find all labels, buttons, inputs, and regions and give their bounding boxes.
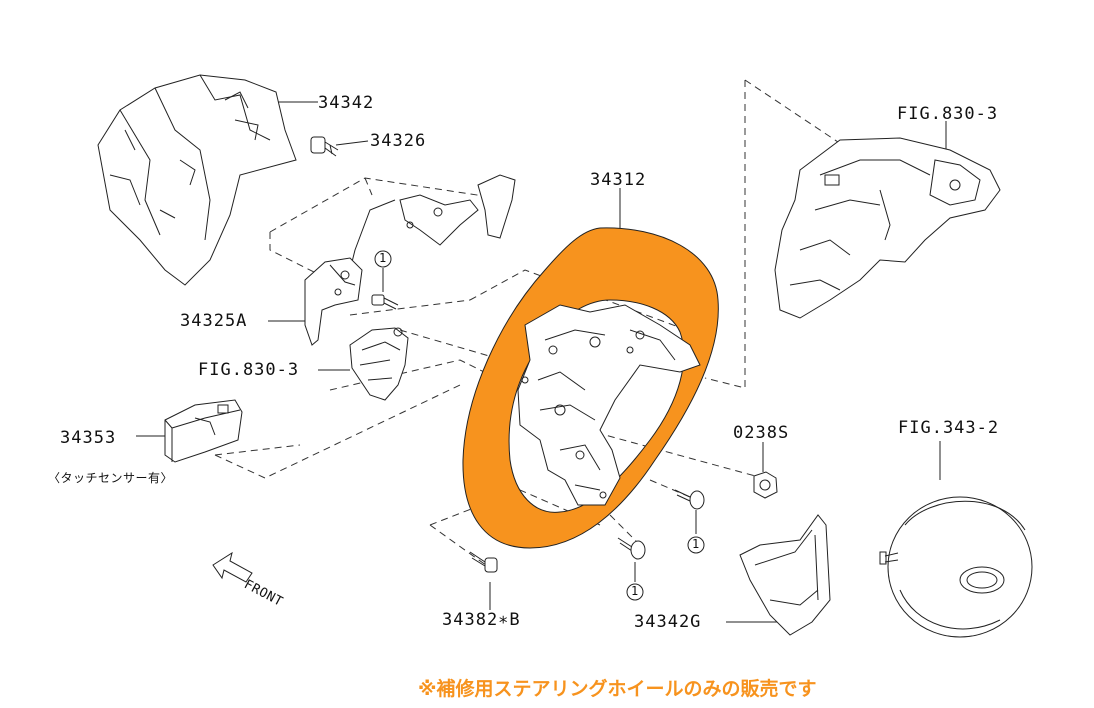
- paddle-shifter-34325A: [304, 257, 363, 346]
- leader-lines: [136, 101, 947, 623]
- label-fig-830-3-top: FIG.830-3: [897, 104, 999, 124]
- label-34342: 34342: [318, 93, 375, 113]
- column-cover-34342: [97, 74, 297, 286]
- sales-note: ※補修用ステアリングホイールのみの販売です: [418, 678, 817, 700]
- label-34382B: 34382∗B: [442, 610, 521, 630]
- touch-sensor-34353: [164, 399, 243, 463]
- callout-1-upper: 1: [379, 251, 387, 265]
- callout-1-lower: 1: [631, 584, 639, 598]
- front-arrow-icon: [212, 551, 253, 583]
- nut-0238S: [753, 471, 778, 499]
- screw-lower-right: [674, 489, 705, 510]
- label-34326: 34326: [370, 131, 427, 151]
- label-touch-sensor: 〈タッチセンサー有〉: [48, 471, 174, 485]
- screw-lower-middle: [617, 537, 646, 560]
- switch-assembly-left: [349, 327, 409, 401]
- paddle-shifter-right: [349, 174, 516, 271]
- switch-assembly-right: [774, 137, 1001, 319]
- callout-1-right: 1: [692, 537, 700, 551]
- label-fig-830-3-left: FIG.830-3: [198, 360, 300, 380]
- screw-34382B: [469, 551, 498, 573]
- label-34353: 34353: [60, 428, 117, 448]
- label-0238S: 0238S: [733, 423, 790, 443]
- label-34325A: 34325A: [180, 311, 248, 331]
- bolt-34326: [310, 136, 339, 157]
- airbag-module: [879, 496, 1033, 638]
- label-34342G: 34342G: [634, 612, 702, 632]
- label-34312: 34312: [590, 170, 647, 190]
- callout-circles: [374, 250, 705, 601]
- steering-wheel-34312: [462, 227, 719, 549]
- lower-cover-34342G: [739, 514, 831, 636]
- label-fig-343-2: FIG.343-2: [898, 418, 1000, 438]
- screw-upper-left: [371, 294, 399, 310]
